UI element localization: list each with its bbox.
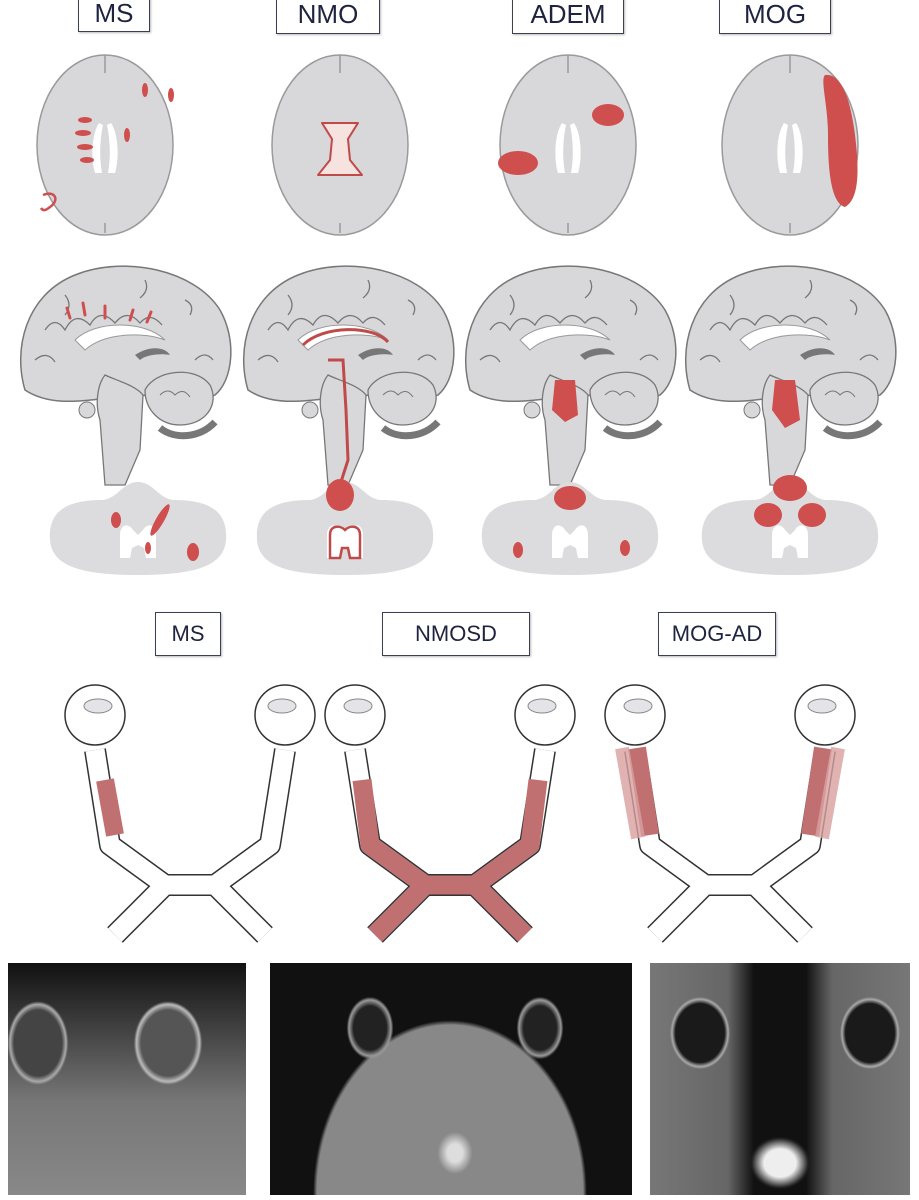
label-adem: ADEM — [512, 0, 624, 34]
axial-brain-adem — [498, 54, 637, 236]
sagittal-brain-mog — [686, 266, 896, 485]
axial-brain-nmo — [271, 54, 409, 236]
label-mog: MOG — [719, 0, 831, 34]
axial-brain-mog — [721, 54, 859, 236]
cord-section-ms — [49, 482, 227, 575]
mri-image-mog-ad — [650, 963, 910, 1195]
optic-pathway-ms — [65, 685, 315, 935]
diagram-canvas — [0, 54, 919, 960]
cord-section-adem — [481, 482, 659, 575]
mri-image-nmosd — [270, 963, 632, 1195]
mri-image-ms — [8, 963, 246, 1195]
label-ms: MS — [78, 0, 150, 32]
optic-pathway-nmosd — [325, 685, 575, 935]
cord-section-nmo — [256, 479, 434, 575]
label-nmo: NMO — [276, 0, 380, 34]
label-optic-mog-ad: MOG-AD — [658, 612, 776, 656]
optic-pathway-mog-ad — [605, 685, 855, 935]
axial-brain-ms — [36, 54, 174, 236]
sagittal-brain-nmo — [244, 266, 454, 485]
sagittal-brain-ms — [21, 266, 231, 485]
sagittal-brain-adem — [466, 266, 676, 485]
label-optic-ms: MS — [155, 612, 221, 656]
label-optic-nmosd: NMOSD — [382, 612, 530, 656]
cord-section-mog — [701, 475, 879, 575]
